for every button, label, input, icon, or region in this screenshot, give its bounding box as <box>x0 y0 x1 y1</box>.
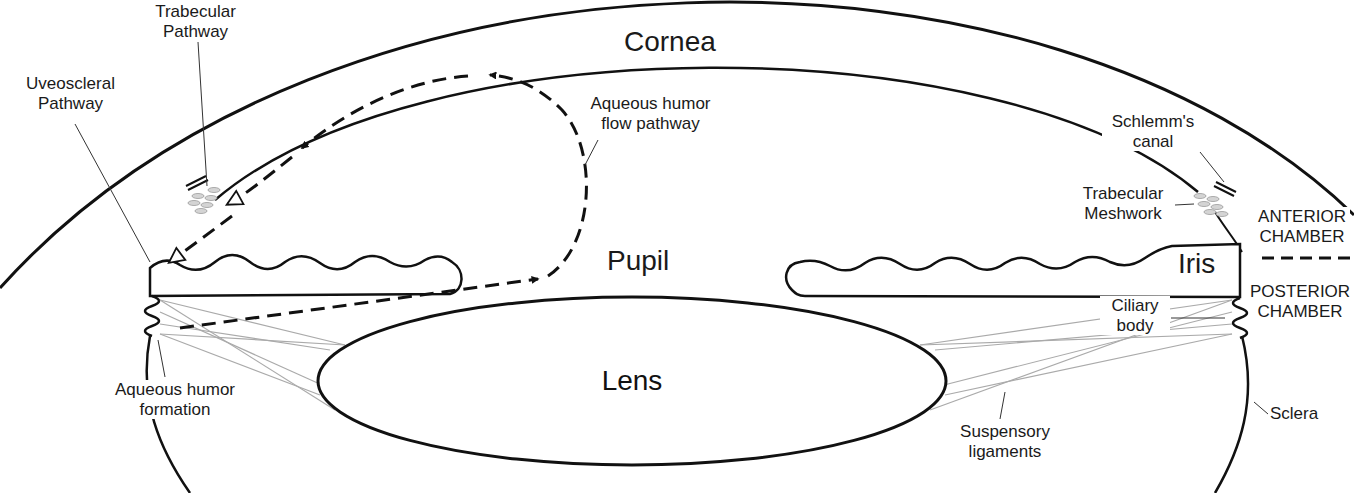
globe-wall-right <box>1215 336 1248 493</box>
part-label: Sclera <box>1270 404 1318 424</box>
part-label: Suspensory ligaments <box>950 422 1060 461</box>
cornea-outer <box>0 2 1354 288</box>
ciliary-body-right <box>1233 298 1247 338</box>
part-label: Trabecular Pathway <box>148 2 243 41</box>
lens-label: Lens <box>602 365 663 397</box>
part-label: Trabecular Meshwork <box>1073 184 1173 223</box>
part-label: Aqueous humor formation <box>100 380 250 419</box>
part-label: Schlemm's canal <box>1102 112 1204 151</box>
iris-left <box>150 255 462 296</box>
part-label: Aqueous humor flow pathway <box>588 94 713 133</box>
part-label: Cornea <box>624 26 716 58</box>
part-label: Pupil <box>607 245 669 277</box>
part-label: POSTERIOR CHAMBER <box>1250 282 1350 321</box>
part-label: Iris <box>1178 248 1215 280</box>
chamber-divider <box>1262 257 1354 260</box>
iris-right <box>786 244 1240 297</box>
part-label: Ciliary body <box>1100 296 1170 335</box>
ciliary-body-left <box>145 296 159 336</box>
aqueous-flow-arrows <box>170 75 586 328</box>
part-label: ANTERIOR CHAMBER <box>1254 207 1350 246</box>
cornea-inner <box>215 68 1198 200</box>
lens-shape: Lens <box>316 295 948 467</box>
trabecular-meshwork <box>188 188 1228 217</box>
part-label: Uveoscleral Pathway <box>18 74 123 113</box>
